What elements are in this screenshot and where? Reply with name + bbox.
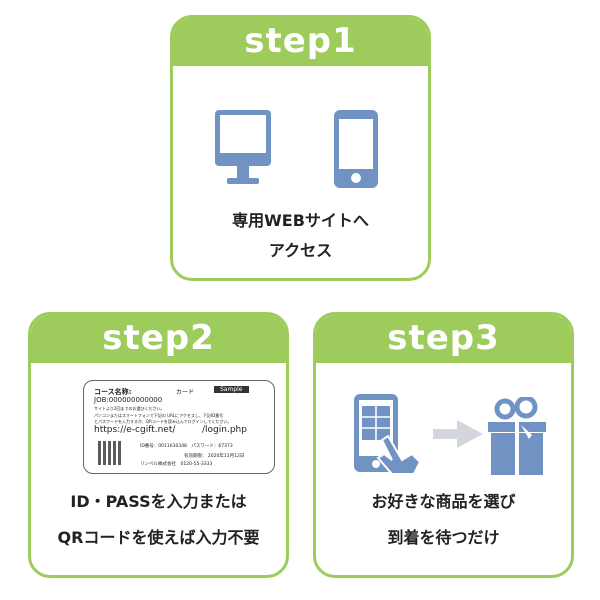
qr-code-icon <box>98 441 122 465</box>
step3-caption: お好きな商品を選び 到着を待つだけ <box>316 487 571 553</box>
step2-panel: step2 コース名称: カード Sample JOB:000000000000… <box>28 312 289 578</box>
card-job: JOB:000000000000 <box>94 396 163 404</box>
caption-line: アクセス <box>268 241 333 260</box>
card-id-pass: ID番号：0011630348 パスワード：67373 <box>140 444 233 449</box>
step1-title: step1 <box>173 18 428 66</box>
step3-panel: step3 お好きな商品を選び 到着を待つだけ <box>313 312 574 578</box>
gift-card-image: コース名称: カード Sample JOB:000000000000 サイトより… <box>83 380 275 474</box>
step2-title: step2 <box>31 315 286 363</box>
step1-panel: step1 専用WEBサイトへ アクセス <box>170 15 431 281</box>
step3-title: step3 <box>316 315 571 363</box>
card-note: とパスワードを入力するか、QRコードを読み込んでログインしてください。 <box>94 419 232 424</box>
caption-line: ID・PASSを入力または <box>70 492 247 511</box>
arrow-right-icon <box>433 420 483 448</box>
card-url-path: /login.php <box>202 425 247 435</box>
caption-line: 到着を待つだけ <box>387 528 500 547</box>
caption-line: QRコードを使えば入力不要 <box>57 528 260 547</box>
card-note: パソコンまたはスマートフォンで下記の URLにアクセスし、下記ID番号 <box>94 413 224 418</box>
card-sample: Sample <box>214 386 249 393</box>
card-course: コース名称: <box>94 388 132 396</box>
card-label: カード <box>176 389 195 396</box>
step1-caption: 専用WEBサイトへ アクセス <box>173 206 428 266</box>
phone-tap-icon <box>354 394 422 475</box>
gift-box-icon <box>488 397 546 475</box>
smartphone-icon <box>334 110 378 188</box>
caption-line: お好きな商品を選び <box>371 492 516 511</box>
card-url: https://e-cgift.net/ <box>94 425 176 435</box>
desktop-monitor-icon <box>215 110 271 184</box>
card-expiry: 有効期限： 2020年11月12日 <box>184 454 245 459</box>
caption-line: 専用WEBサイトへ <box>232 211 369 230</box>
step2-caption: ID・PASSを入力または QRコードを使えば入力不要 <box>31 487 286 553</box>
card-note: サイトより2回までのお選びください。 <box>94 406 165 411</box>
card-company: リンベル株式会社 0120-55-3333 <box>140 462 213 467</box>
